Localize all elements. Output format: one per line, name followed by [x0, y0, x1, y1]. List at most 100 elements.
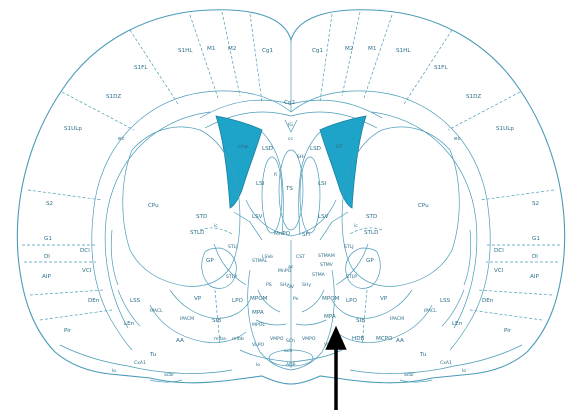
region-label-ic-r: ic [354, 223, 358, 229]
region-label-chp: chp [238, 144, 249, 150]
region-label-pir-l: Pir [64, 328, 72, 334]
region-label-ec-r: ec [454, 136, 461, 142]
pointer-arrow [328, 330, 344, 410]
region-label-dcl-r: DCl [494, 248, 504, 254]
region-label-di-l: DI [44, 254, 50, 260]
region-label-stld-l: STLD [190, 230, 204, 236]
region-label-aa-r: AA [396, 338, 404, 344]
region-label-fi: fi [274, 172, 277, 178]
region-label-dcl-l: DCl [80, 248, 90, 254]
region-label-lsi-r: LSI [318, 181, 327, 187]
region-label-vp-l: VP [194, 296, 202, 302]
region-label-lss-l: LSS [130, 298, 141, 304]
region-label-vmpo-l: VMPO [270, 336, 284, 342]
region-label-tu-l: Tu [149, 352, 157, 358]
region-label-vp-r: VP [380, 296, 388, 302]
region-label-sib-l: SIB [212, 318, 221, 324]
region-label-m1-r: M1 [368, 46, 377, 52]
region-label-s2-l: S2 [46, 201, 53, 207]
region-label-mpom-r: MPOM [322, 296, 340, 302]
region-label-m2-r: M2 [345, 46, 353, 52]
region-label-lsve: LSVe [262, 254, 273, 260]
lateral-ventricle-left [216, 116, 262, 208]
region-label-lsd-r: LSD [310, 146, 321, 152]
region-label-mfba: mfba [214, 336, 226, 342]
region-label-hdb: HDB [352, 336, 365, 342]
region-label-stma: STMA [312, 272, 326, 278]
region-label-sib-r: SIB [356, 318, 365, 324]
region-label-ld-l: lo [256, 362, 260, 368]
region-label-g1-l: G1 [44, 236, 52, 242]
region-label-mfbb: mfbb [232, 336, 244, 342]
region-label-sthy: SHy [280, 282, 289, 288]
region-label-mpom-l: MPOM [250, 296, 268, 302]
region-label-g1-r: G1 [532, 236, 540, 242]
region-label-acbr-r: acbr [404, 372, 414, 378]
region-label-len-r: LEn [452, 321, 463, 327]
region-label-stmv: STMV [320, 262, 334, 268]
region-label-s1fl-r: S1FL [434, 65, 448, 71]
region-label-acbr-l: acbr [164, 372, 174, 378]
lateral-ventricle-right [320, 116, 366, 208]
region-label-stlp-r: STLP [346, 274, 357, 280]
region-label-ipacl-l: IPACL [150, 308, 163, 314]
region-label-cg1-l: Cg1 [262, 48, 273, 54]
region-label-lsd-l: LSD [262, 146, 273, 152]
region-label-s1hl-r: S1HL [396, 48, 411, 54]
region-label-s1ulp-r: S1ULp [496, 126, 514, 132]
region-label-s1dz-r: S1DZ [466, 94, 481, 100]
region-label-vlpo-l: VLPO [252, 342, 264, 348]
region-label-sthy2: SHy [302, 282, 311, 288]
region-label-di-r: DI [532, 254, 538, 260]
region-label-pe: Pe [293, 296, 299, 302]
region-label-vcl-r: VCl [494, 268, 504, 274]
region-label-s1dz-l: S1DZ [106, 94, 121, 100]
region-label-ig: IG [288, 122, 293, 128]
region-label-den-l: DEn [88, 298, 100, 304]
region-label-lo-l: lo [112, 368, 116, 374]
region-label-aa-l: AA [176, 338, 184, 344]
region-label-caa-l: CxA1 [134, 360, 146, 366]
region-label-pir-r: Pir [504, 328, 512, 334]
region-label-stlj-r: STLJ [344, 244, 354, 250]
region-label-mcpo: MCPO [376, 336, 393, 342]
region-label-stlj-l: STLJ [228, 244, 238, 250]
region-label-lpo-l: LPO [232, 298, 243, 304]
region-label-len-l: LEn [124, 321, 135, 327]
region-label-gp-r: GP [366, 258, 374, 264]
region-label-shi: SHi [297, 154, 305, 160]
region-label-cg2: Cg2 [284, 100, 295, 106]
region-label-m2-l: M2 [228, 46, 236, 52]
region-label-lv: LV [336, 144, 343, 150]
region-label-vmpo-r: VMPO [302, 336, 316, 342]
region-label-tu-r: Tu [419, 352, 427, 358]
region-label-cpu-l: CPu [148, 203, 159, 209]
region-label-lsv-l: LSV [252, 214, 263, 220]
region-label-mpa-r: MPA [324, 314, 336, 320]
region-label-lsv-r: LSV [318, 214, 329, 220]
region-label-lo-r: lo [462, 368, 466, 374]
region-label-aip-l: AIP [42, 274, 51, 280]
region-label-gp-l: GP [206, 258, 214, 264]
region-label-stmam: STMAM [318, 253, 335, 259]
region-label-scn: SCh [286, 338, 295, 344]
region-label-vcl-l: VCl [82, 268, 92, 274]
region-label-ipacm-l: IPACM [180, 316, 194, 322]
region-label-s1fl-l: S1FL [134, 65, 148, 71]
region-label-adp: ADP [286, 362, 296, 368]
region-label-caa-r: CxA1 [440, 360, 452, 366]
region-label-cg1-r: Cg1 [312, 48, 323, 54]
region-label-std-l: STD [196, 214, 207, 220]
region-label-ipacl-r: IPACL [424, 308, 437, 314]
region-label-ipacm-r: IPACM [390, 316, 404, 322]
region-label-s1ulp-l: S1ULp [64, 126, 82, 132]
region-label-cc: cc [288, 137, 294, 142]
region-label-cst: CST [296, 254, 305, 260]
region-label-mnpo2: MnPO [278, 268, 292, 274]
region-label-lsi-l: LSI [256, 181, 265, 187]
region-label-m1-l: M1 [207, 46, 216, 52]
region-label-mpa-l: MPA [252, 310, 264, 316]
region-label-stld-r: STLD [364, 230, 378, 236]
